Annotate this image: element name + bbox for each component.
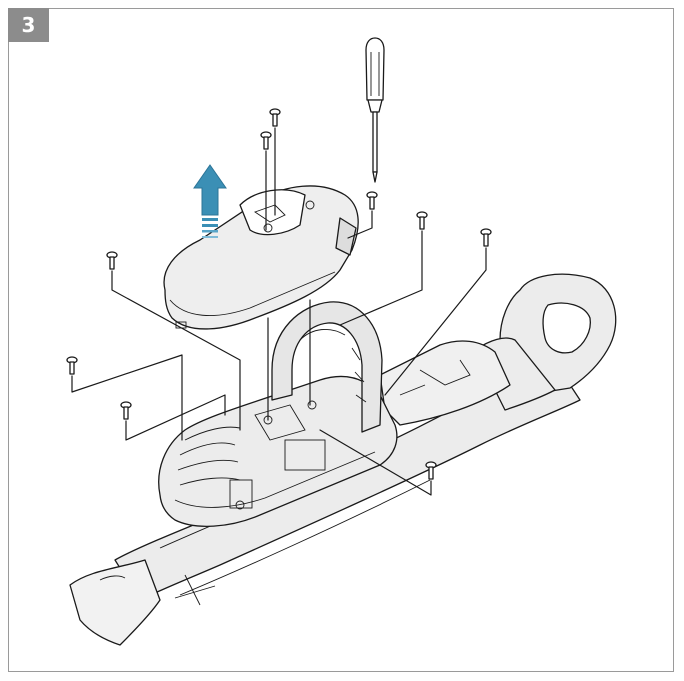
screw-5 <box>480 228 492 247</box>
screw-1 <box>269 108 281 127</box>
screw-4 <box>416 211 428 230</box>
screw-icon <box>66 108 492 480</box>
screwdriver-icon <box>365 37 385 183</box>
lift-up-arrow-icon <box>193 164 227 238</box>
screw-2 <box>260 131 272 150</box>
screw-3 <box>366 191 378 210</box>
screw-8 <box>120 401 132 420</box>
main-housing <box>158 375 398 527</box>
arched-frame <box>271 301 383 433</box>
screw-9 <box>425 461 437 480</box>
leader-lines <box>71 127 487 496</box>
rear-cradle <box>379 340 511 426</box>
top-cover <box>163 185 359 330</box>
screw-6 <box>106 251 118 270</box>
screw-7 <box>66 356 78 375</box>
step-number-badge: 3 <box>8 8 49 42</box>
